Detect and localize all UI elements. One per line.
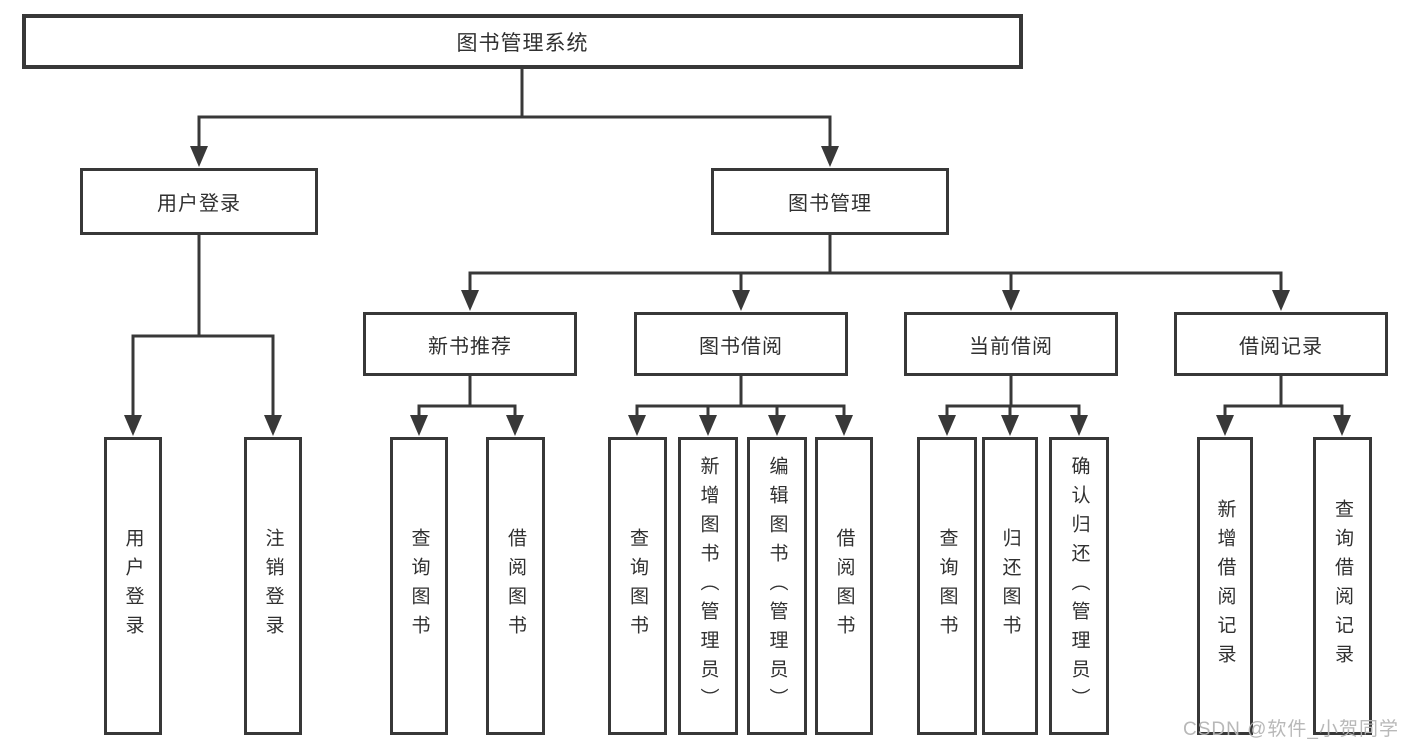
arrow-down-icon	[938, 415, 956, 436]
node-leaf-borrow-books: 借阅图书	[486, 437, 545, 735]
node-leaf-user-login: 用户登录	[104, 437, 162, 735]
node-leaf-borrow-books-2: 借阅图书	[815, 437, 873, 735]
arrow-down-icon	[821, 146, 839, 167]
node-leaf-query-books-3: 查询图书	[917, 437, 977, 735]
node-leaf-logout: 注销登录	[244, 437, 302, 735]
node-library-management-system: 图书管理系统	[22, 14, 1023, 69]
connector-records-leaves	[1223, 376, 1344, 417]
arrow-down-icon	[1002, 290, 1020, 311]
connector-userlogin-leaves	[131, 235, 275, 417]
arrow-down-icon	[628, 415, 646, 436]
node-leaf-query-books: 查询图书	[390, 437, 448, 735]
arrow-down-icon	[699, 415, 717, 436]
arrow-down-icon	[768, 415, 786, 436]
node-leaf-add-borrow-record: 新增借阅记录	[1197, 437, 1253, 735]
node-leaf-edit-books-admin: 编辑图书（管理员）	[747, 437, 807, 735]
node-new-book-recommend: 新书推荐	[363, 312, 577, 376]
node-leaf-query-borrow-record: 查询借阅记录	[1313, 437, 1372, 735]
node-leaf-confirm-return-admin: 确认归还（管理员）	[1049, 437, 1109, 735]
node-leaf-query-books-2: 查询图书	[608, 437, 667, 735]
arrow-down-icon	[1001, 415, 1019, 436]
csdn-watermark: CSDN @软件_小贺同学	[1183, 719, 1399, 740]
arrow-down-icon	[1216, 415, 1234, 436]
node-current-borrow: 当前借阅	[904, 312, 1118, 376]
arrow-down-icon	[1333, 415, 1351, 436]
node-borrow-records: 借阅记录	[1174, 312, 1388, 376]
connector-current-leaves	[945, 376, 1081, 417]
arrow-down-icon	[506, 415, 524, 436]
node-book-management: 图书管理	[711, 168, 949, 235]
node-user-login: 用户登录	[80, 168, 318, 235]
node-leaf-return-books: 归还图书	[982, 437, 1038, 735]
node-leaf-add-books-admin: 新增图书（管理员）	[678, 437, 738, 735]
arrow-down-icon	[190, 146, 208, 167]
arrow-down-icon	[410, 415, 428, 436]
arrow-down-icon	[732, 290, 750, 311]
node-book-borrow: 图书借阅	[634, 312, 848, 376]
arrow-down-icon	[1272, 290, 1290, 311]
arrow-down-icon	[264, 415, 282, 436]
arrow-down-icon	[124, 415, 142, 436]
arrow-down-icon	[1070, 415, 1088, 436]
connector-borrow-leaves	[635, 376, 846, 417]
arrow-down-icon	[461, 290, 479, 311]
connector-recommend-leaves	[417, 376, 517, 417]
connector-root-level2	[197, 69, 832, 147]
arrow-down-icon	[835, 415, 853, 436]
connector-bookmgmt-level3	[468, 235, 1283, 292]
